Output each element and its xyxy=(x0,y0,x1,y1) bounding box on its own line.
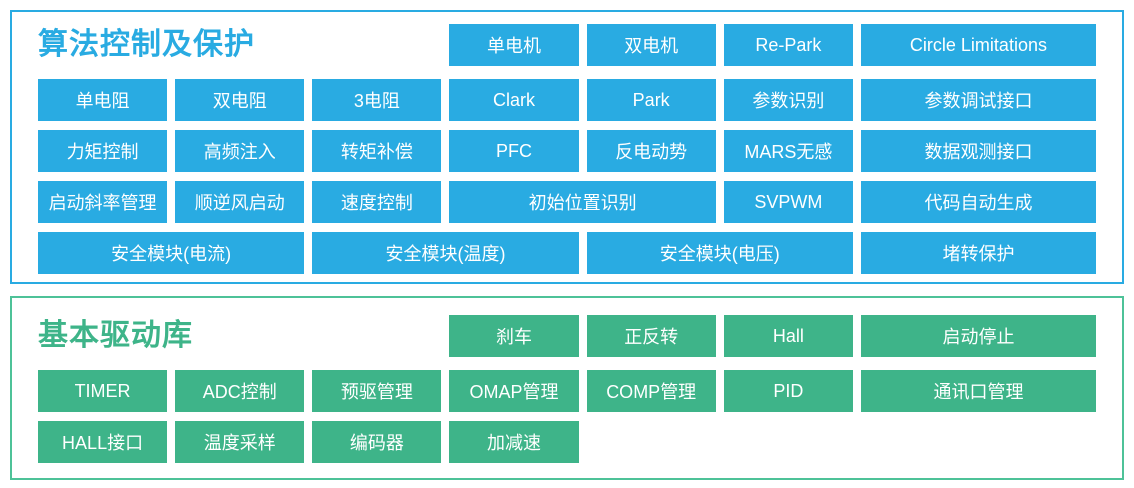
feature-tile: 安全模块(电压) xyxy=(586,232,853,274)
feature-tile: 启动斜率管理 xyxy=(38,181,168,223)
feature-tile: 数据观测接口 xyxy=(860,130,1096,172)
feature-tile: 启动停止 xyxy=(860,315,1096,357)
tile-row: 安全模块(电流)安全模块(温度)安全模块(电压)堵转保护 xyxy=(38,232,1096,274)
feature-tile: 刹车 xyxy=(449,315,579,357)
feature-tile: 高频注入 xyxy=(175,130,305,172)
feature-tile: OMAP管理 xyxy=(449,370,579,412)
feature-tile: 初始位置识别 xyxy=(449,181,716,223)
feature-tile: Park xyxy=(586,79,716,121)
feature-tile: 转矩补偿 xyxy=(312,130,442,172)
feature-tile: 力矩控制 xyxy=(38,130,168,172)
feature-tile: 双电阻 xyxy=(175,79,305,121)
feature-tile: MARS无感 xyxy=(723,130,853,172)
feature-tile: Clark xyxy=(449,79,579,121)
feature-tile: Re-Park xyxy=(723,24,853,66)
feature-tile: 顺逆风启动 xyxy=(175,181,305,223)
panel-title: 算法控制及保护 xyxy=(38,28,255,61)
feature-tile: 反电动势 xyxy=(586,130,716,172)
feature-tile: HALL接口 xyxy=(38,421,168,463)
feature-tile: 加减速 xyxy=(449,421,579,463)
feature-tile: 预驱管理 xyxy=(312,370,442,412)
feature-tile: 参数调试接口 xyxy=(860,79,1096,121)
feature-tile: 温度采样 xyxy=(175,421,305,463)
feature-tile: ADC控制 xyxy=(175,370,305,412)
feature-tile: Hall xyxy=(723,315,853,357)
feature-tile: SVPWM xyxy=(723,181,853,223)
feature-tile: 速度控制 xyxy=(312,181,442,223)
feature-tile: 通讯口管理 xyxy=(860,370,1096,412)
feature-tile: TIMER xyxy=(38,370,168,412)
feature-tile: COMP管理 xyxy=(586,370,716,412)
feature-tile: 代码自动生成 xyxy=(860,181,1096,223)
feature-tile: 参数识别 xyxy=(723,79,853,121)
feature-tile: 正反转 xyxy=(586,315,716,357)
feature-tile: 安全模块(温度) xyxy=(312,232,579,274)
feature-tile: 单电机 xyxy=(449,24,579,66)
feature-tile: 双电机 xyxy=(586,24,716,66)
feature-tile: Circle Limitations xyxy=(860,24,1096,66)
feature-tile: 堵转保护 xyxy=(860,232,1096,274)
feature-tile: 编码器 xyxy=(312,421,442,463)
feature-tile: PID xyxy=(723,370,853,412)
feature-tile: 3电阻 xyxy=(312,79,442,121)
feature-tile: 单电阻 xyxy=(38,79,168,121)
feature-tile: 安全模块(电流) xyxy=(38,232,305,274)
tile-row: HALL接口温度采样编码器加减速 xyxy=(38,421,1096,463)
feature-tile: PFC xyxy=(449,130,579,172)
panel-title: 基本驱动库 xyxy=(38,319,193,352)
